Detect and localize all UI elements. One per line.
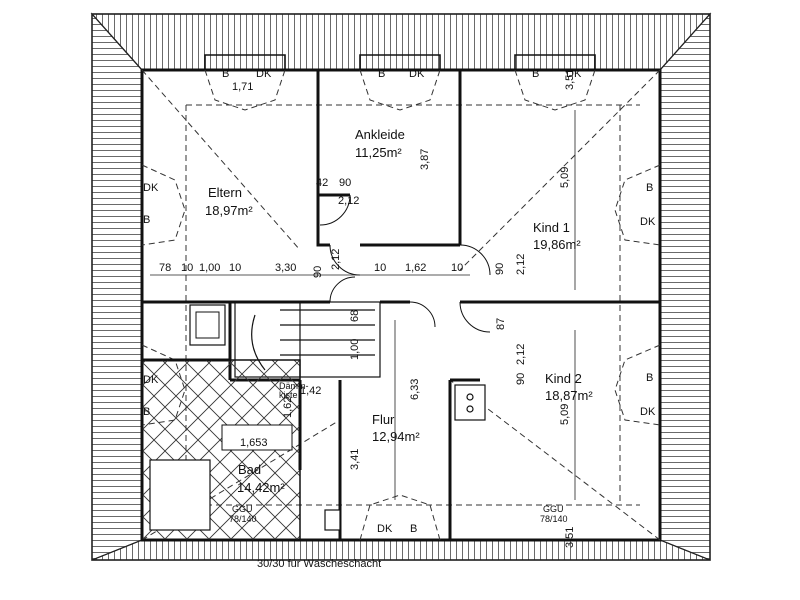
window-b-3: B	[532, 68, 540, 80]
window-dk-2: DK	[409, 68, 425, 80]
room-area-kind1: 19,86m²	[533, 237, 581, 252]
dim-row-330: 3,30	[275, 262, 297, 274]
bathroom	[141, 304, 301, 541]
window-b-left-1: B	[143, 214, 151, 226]
room-area-bad: 14,42m²	[237, 480, 285, 495]
dim-212-a: 2,12	[338, 195, 360, 207]
window-dk-1: DK	[256, 68, 272, 80]
roof-outline	[90, 12, 712, 561]
window-dk-right-2: DK	[640, 406, 656, 418]
dim-row-100: 1,00	[199, 262, 221, 274]
dim-633: 6,33	[409, 378, 421, 400]
ggu-left-label: GGU	[232, 504, 253, 514]
window-dk-left-1: DK	[143, 182, 159, 194]
dim-90-c: 90	[515, 372, 527, 385]
shaft-note: 30/30 für Wäscheschacht	[257, 558, 382, 570]
dim-212-d: 2,12	[515, 343, 527, 365]
kitchenette	[454, 384, 486, 421]
window-dk-bottom: DK	[377, 523, 393, 535]
dim-509-bottom: 5,09	[559, 403, 571, 425]
door-swings	[319, 194, 491, 333]
dim-90-a: 90	[339, 177, 352, 189]
dim-351-top: 3,51	[564, 68, 576, 90]
window-dk-3: DK	[566, 68, 582, 80]
dim-row-10b: 10	[229, 262, 242, 274]
room-name-eltern: Eltern	[208, 185, 242, 200]
dim-row-10c: 10	[374, 262, 387, 274]
daemmung-note: Dämm-kiste	[279, 381, 309, 400]
window-dk-left-2: DK	[143, 374, 159, 386]
ggu-right-size: 78/140	[540, 514, 568, 524]
window-b-2: B	[378, 68, 386, 80]
dim-42: 42	[316, 177, 329, 189]
room-name-ankleide: Ankleide	[355, 127, 405, 142]
room-area-kind2: 18,87m²	[545, 388, 593, 403]
window-dk-right-1: DK	[640, 216, 656, 228]
dim-row-162: 1,62	[405, 262, 427, 274]
ggu-left-size: 78/140	[229, 514, 257, 524]
dim-1653: 1,653	[240, 437, 268, 449]
window-b-bottom: B	[410, 523, 418, 535]
dim-row-10a: 10	[181, 262, 194, 274]
room-name-kind1: Kind 1	[533, 220, 570, 235]
room-area-ankleide: 11,25m²	[355, 145, 402, 160]
dim-509-top: 5,09	[559, 166, 571, 188]
dim-387: 3,87	[419, 148, 431, 170]
room-name-flur: Flur	[372, 412, 395, 427]
dim-row-10d: 10	[451, 262, 464, 274]
room-area-eltern: 18,97m²	[205, 203, 253, 218]
outer-wall	[140, 68, 662, 542]
window-b-left-2: B	[143, 406, 151, 418]
ggu-right-label: GGU	[543, 504, 564, 514]
room-area-flur: 12,94m²	[372, 429, 420, 444]
dim-68: 68	[349, 309, 361, 322]
dim-341: 3,41	[349, 448, 361, 470]
dim-87: 87	[495, 317, 507, 330]
dimension-lines	[150, 110, 576, 500]
window-b-right-1: B	[646, 182, 654, 194]
dim-212-c: 2,12	[515, 253, 527, 275]
dim-row-78: 78	[159, 262, 172, 274]
dim-90-b: 90	[494, 262, 506, 275]
dormers-top	[204, 54, 596, 70]
dim-142: 1,42	[300, 385, 322, 397]
window-b-1: B	[222, 68, 230, 80]
room-name-kind2: Kind 2	[545, 371, 582, 386]
dim-row-90: 90	[312, 265, 324, 278]
dim-351-right: 3,51	[564, 526, 576, 548]
shaft	[324, 509, 341, 531]
dim-top-171: 1,71	[232, 81, 254, 93]
dim-212-b: 2,12	[330, 248, 342, 270]
window-b-right-2: B	[646, 372, 654, 384]
dim-100: 1,00	[349, 338, 361, 360]
room-name-bad: Bad	[238, 462, 262, 477]
